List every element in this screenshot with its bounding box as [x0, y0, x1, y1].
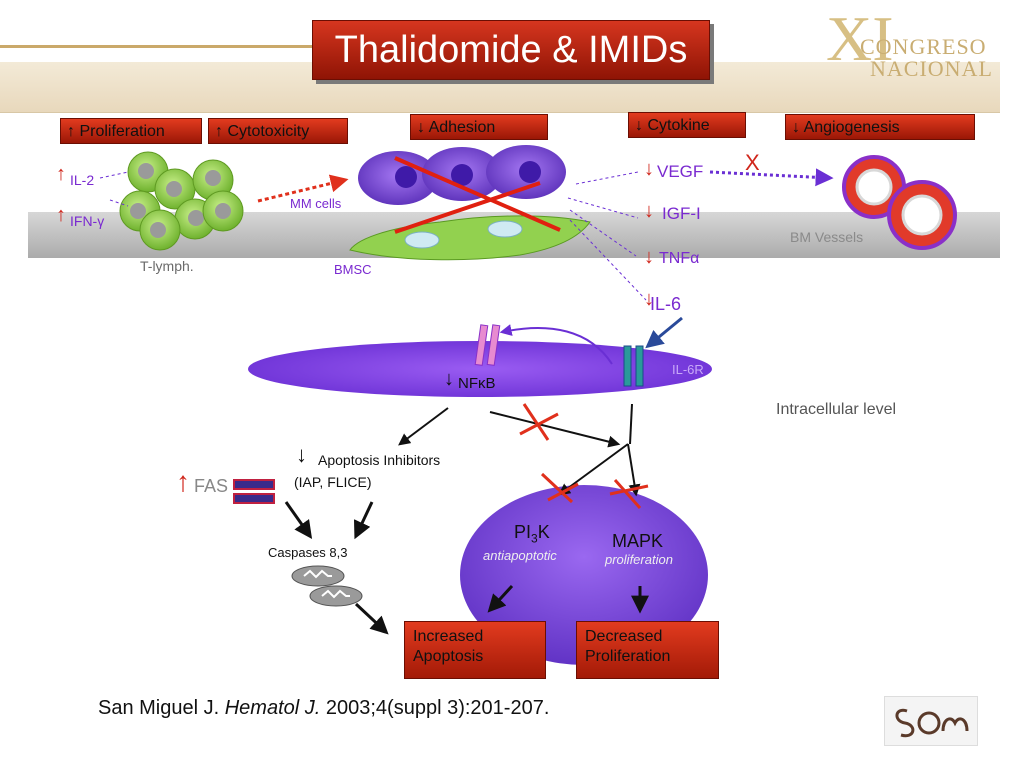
slide-title: Thalidomide & IMIDs [312, 20, 710, 80]
iap-flice-label: (IAP, FLICE) [294, 474, 372, 490]
bm-vessels-label: BM Vessels [790, 229, 864, 245]
ifn-label: IFN-γ [70, 213, 105, 229]
decreased-line1: Decreased [585, 628, 663, 645]
decreased-line2: Proliferation [585, 648, 671, 665]
nfkb-label: NFκB [458, 375, 496, 392]
logo-line1: CONGRESO [860, 34, 987, 59]
il2-up-arrow: ↑ [56, 163, 66, 185]
mapk-label: MAPK [612, 531, 664, 551]
t-lymph-label: T-lymph. [140, 258, 194, 274]
apoptosis-inhibitors-label: Apoptosis Inhibitors [318, 452, 441, 468]
intracellular-level-label: Intracellular level [776, 401, 897, 418]
il6r-label: IL-6R [672, 362, 704, 377]
cytotoxicity-box: ↑ Cytotoxicity [208, 118, 348, 144]
il6-down-arrow: ↓ [644, 288, 654, 310]
proliferation-sub-label: proliferation [605, 552, 673, 567]
nfkb-down-arrow: ↓ [444, 368, 454, 390]
society-logo-mark [895, 708, 969, 738]
mm-cells-label: MM cells [290, 196, 342, 211]
tnf-label: TNFα [659, 250, 700, 267]
citation-rest: 2003;4(suppl 3):201-207. [320, 697, 550, 719]
il2-label: IL-2 [70, 172, 95, 188]
pi3k-label: PI3K [514, 522, 550, 546]
igf-down-arrow: ↓ [644, 200, 654, 222]
caspases-label: Caspases 8,3 [268, 545, 348, 560]
logo-line2: NACIONAL [870, 56, 993, 81]
vegf-block-mark: X [745, 150, 760, 175]
bmsc-label: BMSC [334, 262, 372, 277]
citation: San Miguel J. Hematol J. 2003;4(suppl 3)… [98, 697, 549, 720]
vegf-label: VEGF [657, 162, 704, 181]
antiapoptotic-label: antiapoptotic [483, 548, 557, 563]
adhesion-box: ↓ Adhesion [410, 114, 548, 140]
increased-line1: Increased [413, 628, 484, 645]
increased-line2: Apoptosis [413, 648, 484, 665]
fas-up-arrow: ↑ [176, 466, 190, 497]
decorative-line [0, 45, 330, 48]
proliferation-box: ↑ Proliferation [60, 118, 202, 144]
tnf-down-arrow: ↓ [644, 246, 654, 268]
increased-apoptosis-box: Increased Apoptosis [404, 621, 546, 679]
ifn-up-arrow: ↑ [56, 204, 66, 226]
citation-author: San Miguel J. [98, 697, 225, 719]
angiogenesis-box: ↓ Angiogenesis [785, 114, 975, 140]
fas-label: FAS [194, 476, 229, 496]
vegf-down-arrow: ↓ [644, 158, 654, 180]
il6-label: IL-6 [650, 294, 682, 314]
citation-journal: Hematol J. [224, 697, 321, 719]
congress-logo: XI CONGRESO NACIONAL [826, 3, 1024, 98]
cytokine-box: ↓ Cytokine [628, 112, 746, 138]
bm-vessels-graphic [842, 155, 957, 250]
society-logo [884, 696, 978, 746]
logo-numeral: XI [826, 3, 894, 74]
igf-label: IGF-I [662, 204, 701, 223]
apoptosis-down-arrow: ↓ [296, 442, 307, 467]
decreased-proliferation-box: Decreased Proliferation [576, 621, 719, 679]
t-lymphocyte-cluster [119, 151, 244, 251]
